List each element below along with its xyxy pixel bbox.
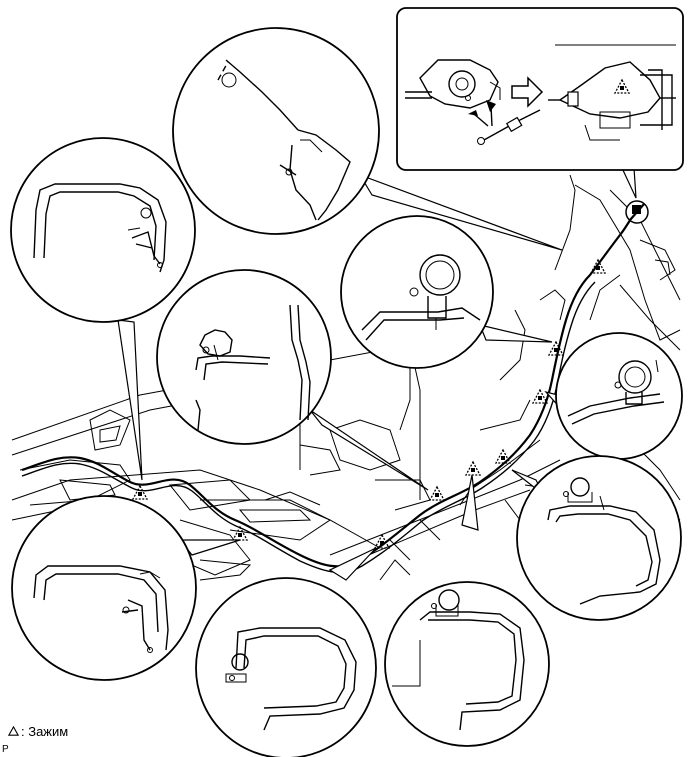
clamp-triangle-icon [8, 726, 19, 736]
figure-code: P [2, 744, 9, 755]
detail-circle-2 [10, 137, 196, 323]
callout-leaders [117, 167, 637, 581]
detail-circle-8 [384, 581, 550, 747]
legend: : Зажим [8, 724, 68, 739]
detail-circle-4 [340, 215, 494, 369]
detail-circle-3 [156, 269, 332, 445]
connector-inset [396, 7, 684, 171]
detail-circle-7 [195, 577, 377, 757]
detail-circle-5 [555, 332, 683, 460]
detail-circle-9 [516, 455, 682, 621]
harness-connector [625, 200, 649, 224]
detail-circle-1 [172, 27, 380, 235]
legend-text: : Зажим [21, 724, 69, 739]
detail-circle-6 [11, 495, 197, 681]
